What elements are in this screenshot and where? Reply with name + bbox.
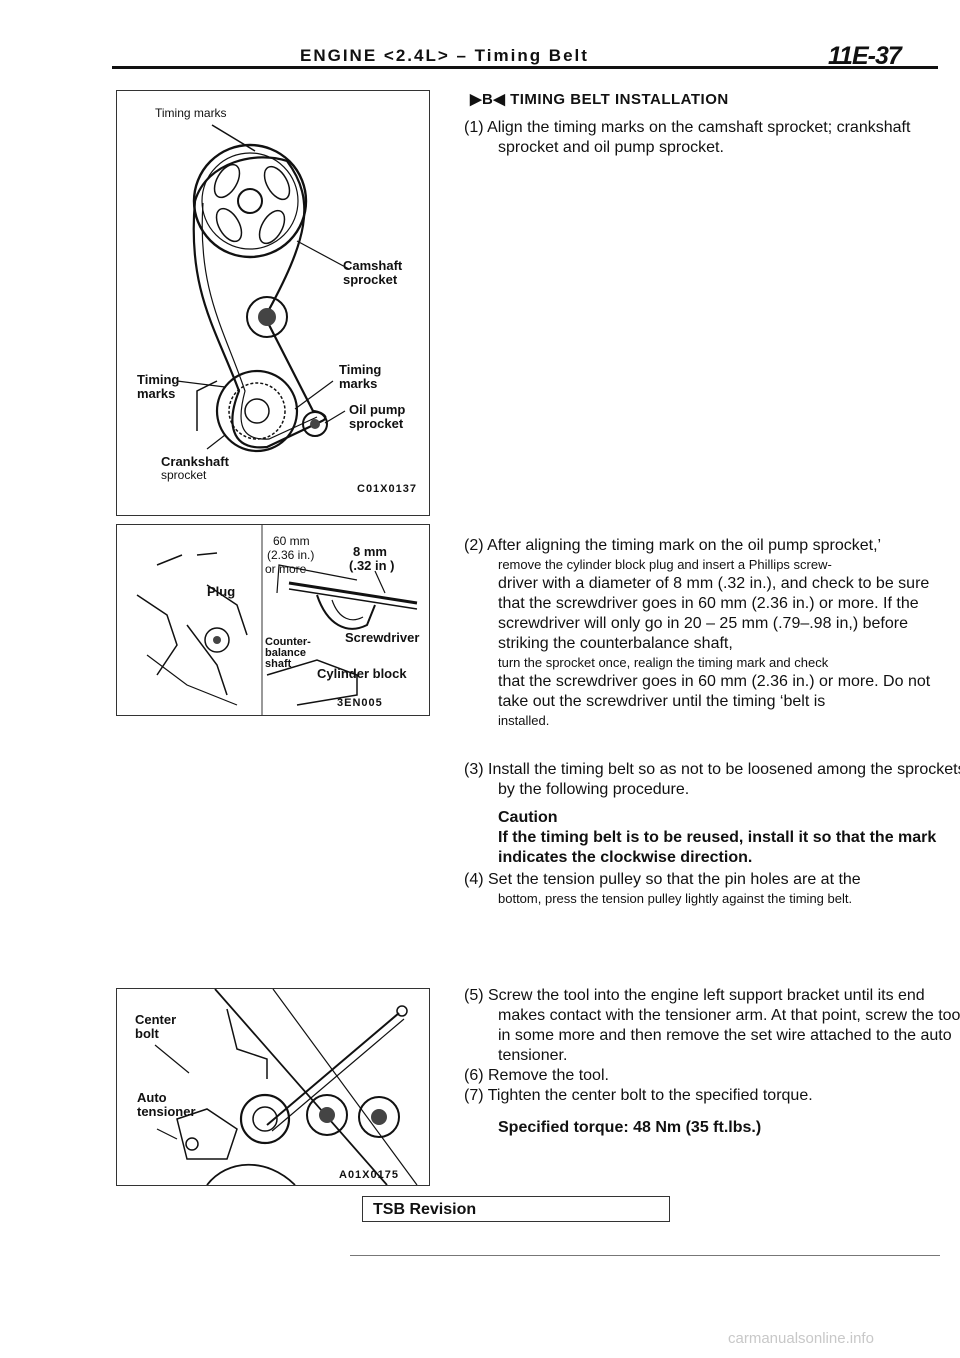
section-heading: ▶B◀ TIMING BELT INSTALLATION [470,91,729,108]
step-2-line-a: (2) After aligning the timing mark on th… [464,537,882,554]
label-cylinder-block: Cylinder block [317,666,407,681]
step-2: (2) After aligning the timing mark on th… [464,536,939,730]
step-4: (4) Set the tension pulley so that the p… [464,870,939,908]
label-oil-pump-sprocket: Oil pump sprocket [349,402,406,431]
figure2-code: 3EN005 [337,697,383,709]
label-counterbalance-shaft: Counter- balance shaft [265,636,311,670]
label-timing-marks-right: Timing marks [339,362,382,391]
label-dim-236in: (2.36 in.) [267,548,315,562]
page-number: 11E-37 [828,42,902,70]
figure1-code: C01X0137 [357,483,417,495]
label-auto-tensioner: Auto tensioner [137,1090,196,1119]
step-2-line-c: driver with a diameter of 8 mm (.32 in.)… [498,575,930,652]
step-2-line-b: remove the cylinder block plug and inser… [498,557,832,572]
label-timing-marks-top: Timing marks [155,106,227,120]
step-1: (1) Align the timing marks on the camsha… [464,119,911,156]
label-plug: Plug [207,584,236,599]
caution-title: Caution [498,809,558,826]
label-dim-or-more: or more [265,562,307,576]
step-2-line-e: that the screwdriver goes in 60 mm (2.36… [498,673,931,710]
figure-auto-tensioner: Center bolt Auto tensioner A01X0175 [116,988,430,1186]
step-3: (3) Install the timing belt so as not to… [464,761,960,798]
label-crankshaft: Crankshaft [161,454,229,469]
page-header-title: ENGINE <2.4L> – Timing Belt [300,46,589,65]
label-sprocket: sprocket [161,468,207,482]
step-5: (5) Screw the tool into the engine left … [464,987,960,1064]
figure3-code: A01X0175 [339,1169,399,1181]
step-4-line-b: bottom, press the tension pulley lightly… [498,891,853,906]
footer-rule [350,1255,940,1256]
figure-screwdriver-check: 60 mm (2.36 in.) or more 8 mm (.32 in ) … [116,524,430,716]
header-rule [112,66,938,69]
label-center-bolt: Center bolt [135,1012,177,1041]
specified-torque: Specified torque: 48 Nm (35 ft.lbs.) [498,1119,762,1136]
label-dim-32in: (.32 in ) [349,558,395,573]
caution-text: If the timing belt is to be reused, inst… [498,829,937,866]
screwdriver-drawing [136,525,418,715]
figure-timing-belt-layout: Timing marks Camshaft sprocket Timing ma… [116,90,430,516]
tsb-revision-box: TSB Revision [362,1196,670,1222]
label-timing-marks-left: Timing marks [137,372,180,401]
step-2-line-f: installed. [498,713,550,728]
step-4-line-a: (4) Set the tension pulley so that the p… [464,871,861,888]
watermark: carmanualsonline.info [728,1330,874,1347]
label-screwdriver: Screwdriver [345,630,420,645]
label-dim-8mm: 8 mm [353,544,387,559]
auto-tensioner-drawing [154,989,418,1185]
timing-belt-drawing [176,124,350,453]
step-2-line-d: turn the sprocket once, realign the timi… [498,655,829,670]
step-6: (6) Remove the tool. [464,1067,609,1084]
label-dim-60mm: 60 mm [273,534,310,548]
label-camshaft-sprocket: Camshaft sprocket [343,258,403,287]
step-7: (7) Tighten the center bolt to the speci… [464,1087,813,1104]
